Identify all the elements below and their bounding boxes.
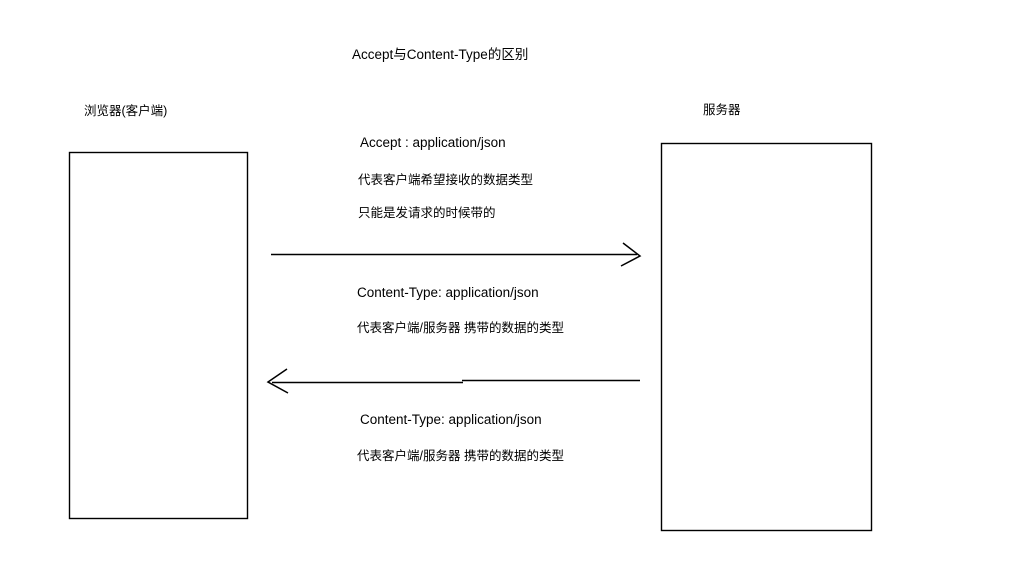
message-3-header: Content-Type: application/json [360,412,542,427]
message-arrow-request [271,242,642,267]
actor-label-server: 服务器 [703,103,741,117]
actor-label-client: 浏览器(客户端) [84,104,168,118]
message-arrow-response [266,368,640,394]
message-2-description-1: 代表客户端/服务器 携带的数据的类型 [357,321,564,335]
message-1-header: Accept : application/json [360,135,506,150]
message-3-description-1: 代表客户端/服务器 携带的数据的类型 [357,449,564,463]
diagram-title: Accept与Content-Type的区别 [352,47,529,62]
message-2-header: Content-Type: application/json [357,285,539,300]
message-1-description-1: 代表客户端希望接收的数据类型 [358,173,534,187]
client-lifeline-box [68,151,249,520]
server-lifeline-box [660,142,873,532]
message-1-description-2: 只能是发请求的时候带的 [358,206,496,220]
